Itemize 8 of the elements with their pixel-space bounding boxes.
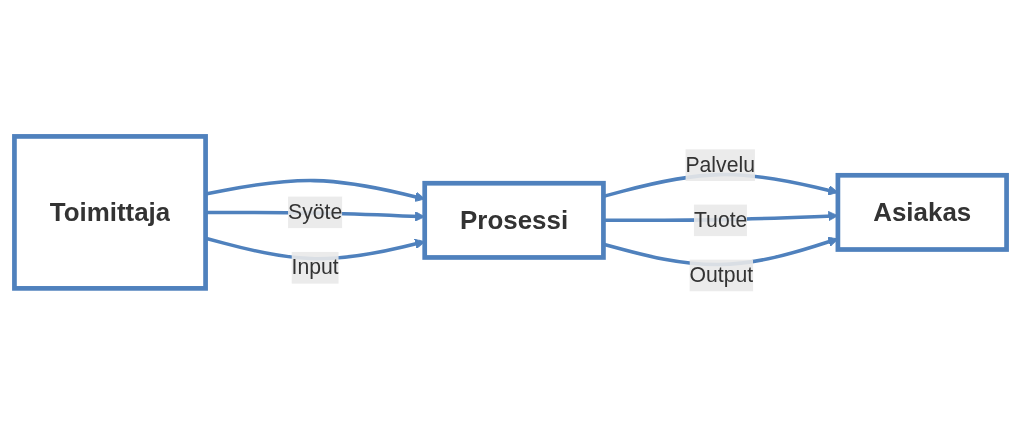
edge-label: Syöte [288, 199, 343, 224]
edge-label: Input [291, 254, 339, 279]
edge-label: Tuote [693, 207, 748, 232]
edge-label: Output [689, 262, 754, 287]
node-box: Prosessi [422, 180, 606, 260]
edge-label: Palvelu [685, 152, 755, 176]
node-box: Asiakas [835, 172, 1009, 252]
node-box: Toimittaja [12, 133, 208, 291]
